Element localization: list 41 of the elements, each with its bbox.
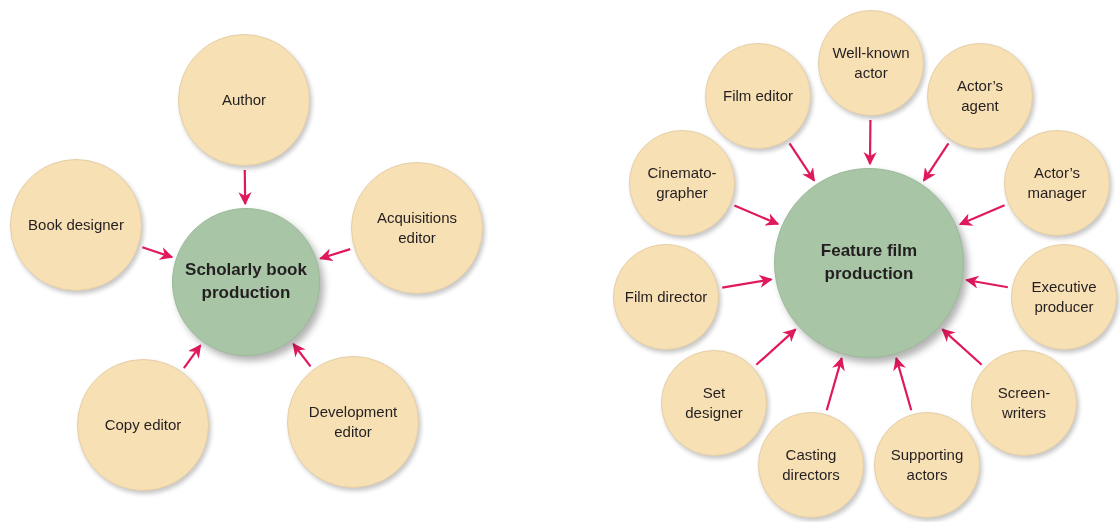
role-label: Development editor [307, 401, 399, 442]
arrow [965, 275, 1009, 289]
role-label: Film editor [723, 85, 793, 106]
role-label: Executive producer [1030, 276, 1098, 317]
arrow [292, 342, 312, 368]
role-circle [927, 43, 1033, 149]
role-label: Copy editor [104, 414, 182, 435]
role-label: Screen- writers [996, 382, 1052, 423]
role-circle [1004, 130, 1110, 236]
arrow [941, 328, 983, 366]
role-label: Casting directors [781, 444, 841, 485]
role-circle [758, 412, 864, 518]
arrow [319, 248, 351, 262]
role-label: Author [221, 89, 267, 110]
role-circle [661, 350, 767, 456]
arrow [788, 142, 816, 182]
role-circle [287, 356, 419, 488]
arrow [958, 204, 1005, 226]
arrow [238, 170, 252, 206]
role-label: Set designer [684, 382, 744, 423]
role-label: Book designer [28, 214, 124, 235]
role-label: Actor’s agent [955, 75, 1005, 116]
arrow [722, 274, 773, 289]
role-label: Supporting actors [889, 444, 965, 485]
arrow [922, 142, 950, 182]
role-label: Well-known actor [831, 42, 911, 83]
role-label: Cinemato- grapher [646, 162, 718, 203]
role-circle [818, 10, 924, 116]
arrow [183, 344, 202, 369]
arrow [863, 120, 877, 166]
arrow [825, 356, 845, 411]
role-label: Actor’s manager [1026, 162, 1088, 203]
arrow [755, 328, 797, 366]
role-label: Film director [624, 286, 708, 307]
hub-label: Scholarly book production [184, 259, 308, 304]
arrow [733, 204, 780, 226]
role-label: Acquisitions editor [375, 207, 458, 248]
arrow [893, 356, 913, 411]
arrow [142, 246, 174, 260]
hub-label: Feature film production [819, 240, 919, 285]
role-circle [971, 350, 1077, 456]
